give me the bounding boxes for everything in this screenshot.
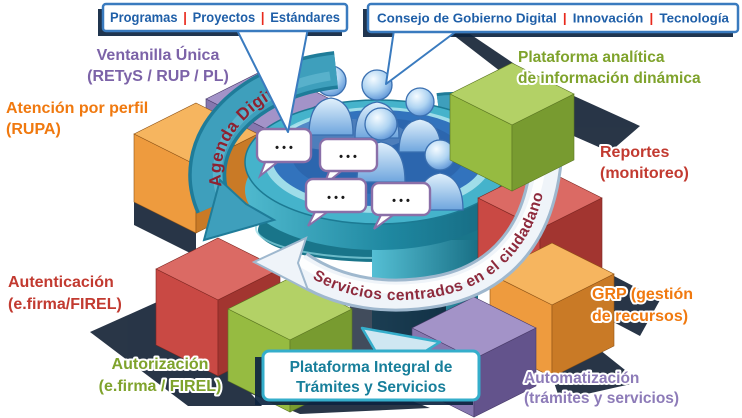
bubble-dots: • • •: [275, 142, 293, 154]
label-grp-line2: de recursos): [592, 308, 688, 325]
label-plataforma-line1: Plataforma analítica: [518, 49, 665, 66]
band-arrowhead: [251, 236, 310, 293]
shadow-under-orange-block: [134, 202, 196, 256]
green-block-right-face: [511, 93, 575, 192]
speech-bubble: • • •: [370, 181, 432, 230]
callout-box: [261, 349, 481, 402]
bubble-dots: • • •: [392, 195, 410, 207]
callout-box: [366, 2, 740, 34]
label-plataforma-line2: de información dinámica: [518, 70, 701, 87]
speech-bubble: • • •: [304, 177, 368, 227]
speech-bubble: • • •: [255, 127, 313, 180]
bubble-dots: • • •: [327, 192, 345, 204]
bubble-body: [255, 127, 313, 164]
citizens-group: [308, 65, 464, 211]
orange-block-right-face: [551, 273, 615, 378]
label-reportes-line1: Reportes: [600, 144, 669, 161]
block-plataforma-green: [449, 62, 575, 192]
shadow-right-of-green: [560, 96, 640, 152]
label-reportes-line2: (monitoreo): [600, 165, 689, 182]
label-grp-line1: GRP (gestión: [592, 286, 693, 303]
callout-bottom: Plataforma Integral de Trámites y Servic…: [255, 326, 481, 405]
bottom-callout-line1: Plataforma Integral de: [290, 359, 453, 376]
bottom-callout-line2: Trámites y Servicios: [296, 379, 446, 396]
arc-band: [191, 54, 338, 213]
label-automatizacion-line1: Automatización: [524, 370, 639, 387]
speech-bubble: • • •: [318, 137, 379, 189]
arc-arrowhead: [202, 178, 277, 242]
speech-bubbles: • • • • • • • • • • • •: [255, 127, 432, 230]
label-ventanilla-line1: Ventanilla Única: [97, 45, 220, 64]
arc-highlight: [212, 71, 331, 200]
callout-pointer: [385, 29, 459, 85]
label-ventanilla-line2: (RETyS / RUP / PL): [87, 68, 229, 85]
bubble-dots: • • •: [339, 151, 357, 163]
side-labels: Ventanilla Única (RETyS / RUP / PL) Aten…: [4, 43, 703, 409]
label-autenticacion-line1: Autenticación: [8, 274, 114, 291]
bubble-body: [318, 137, 379, 173]
callout-top-right: Consejo de Gobierno Digital|Innovación|T…: [363, 2, 740, 85]
callout-box: [101, 2, 349, 33]
label-atencion-line2: (RUPA): [6, 121, 61, 138]
label-autorizacion-line2: (e.firma / FIREL): [99, 378, 222, 395]
label-autorizacion-line1: Autorización: [112, 356, 209, 373]
label-autenticacion-line2: (e.firma/FIREL): [8, 296, 122, 313]
bubble-body: [304, 177, 368, 214]
callout-top-left-text: Programas|Proyectos|Estándares: [110, 10, 340, 25]
callout-top-left: Programas|Proyectos|Estándares: [98, 2, 349, 133]
callout-top-right-text: Consejo de Gobierno Digital|Innovación|T…: [377, 11, 730, 26]
label-automatizacion-line2: (trámites y servicios): [524, 390, 679, 407]
shadow-right-of-orange: [602, 276, 660, 336]
bubble-body: [370, 181, 432, 217]
label-atencion-line1: Atención por perfil: [6, 100, 148, 117]
